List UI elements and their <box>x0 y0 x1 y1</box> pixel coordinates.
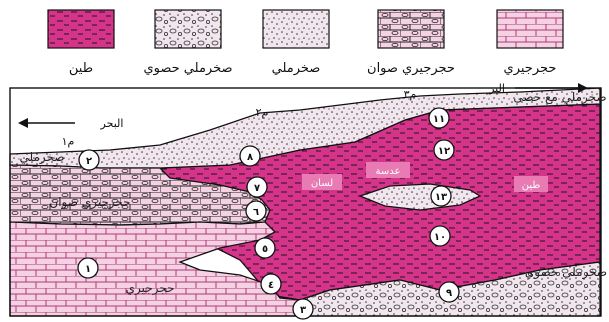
legend-label-pebbly-sandstone: صخرملي حصوي <box>143 61 232 76</box>
position-m2: م٢ <box>256 106 269 119</box>
legend: طين صخرملي حصوي صخرملي حجرجيري صوان حجرج… <box>48 10 563 76</box>
svg-text:١٢: ١٢ <box>438 146 450 157</box>
legend-label-clay: طين <box>69 61 93 76</box>
svg-text:٣: ٣ <box>300 305 306 316</box>
lens-region-label: عدسة <box>376 166 401 177</box>
svg-text:٥: ٥ <box>262 244 268 255</box>
marker-13: ١٣ <box>431 186 451 206</box>
position-m1: م١ <box>62 135 75 148</box>
marker-4: ٤ <box>261 274 281 294</box>
position-m3: م٣ <box>404 88 417 101</box>
legend-swatch-sandstone <box>263 10 329 48</box>
marker-12: ١٢ <box>434 140 454 160</box>
svg-text:١٠: ١٠ <box>434 232 446 243</box>
marker-6: ٦ <box>246 201 266 221</box>
legend-label-cherty-limestone: حجرجيري صوان <box>367 61 455 76</box>
marker-11: ١١ <box>429 108 449 128</box>
svg-text:١١: ١١ <box>433 114 445 125</box>
marker-2: ٢ <box>79 150 99 170</box>
svg-text:٤: ٤ <box>268 280 274 291</box>
svg-text:١: ١ <box>85 264 91 275</box>
pebbly-region-label: صخرملي حصوي <box>525 265 607 280</box>
svg-text:٩: ٩ <box>446 288 452 299</box>
svg-text:٨: ٨ <box>247 152 253 163</box>
legend-swatch-cherty-limestone <box>378 10 444 48</box>
svg-text:٢: ٢ <box>86 156 92 167</box>
sandstone-left-label: صخرملي <box>20 150 65 165</box>
sea-label: البحر <box>100 117 124 130</box>
marker-10: ١٠ <box>430 226 450 246</box>
svg-text:٦: ٦ <box>253 207 259 218</box>
legend-swatch-clay <box>48 10 114 48</box>
sea-arrowhead <box>18 118 28 128</box>
cherty-region-label: حجرجيري صوان <box>49 195 130 210</box>
legend-label-limestone: حجرجيري <box>504 61 557 76</box>
cross-section: البحر البر م١ م٢ م٣ طين لسان عدسة حجرجير… <box>10 82 607 316</box>
land-label: البر <box>488 82 505 95</box>
marker-5: ٥ <box>255 238 275 258</box>
legend-label-sandstone: صخرملي <box>272 61 321 76</box>
marker-9: ٩ <box>439 282 459 302</box>
marker-7: ٧ <box>247 177 267 197</box>
marker-1: ١ <box>78 258 98 278</box>
svg-text:١٣: ١٣ <box>435 192 447 203</box>
legend-swatch-limestone <box>497 10 563 48</box>
marker-8: ٨ <box>240 146 260 166</box>
marker-3: ٣ <box>293 299 313 319</box>
limestone-region-label: حجرجيري <box>126 281 175 296</box>
tongue-region-label: لسان <box>311 178 333 189</box>
svg-text:٧: ٧ <box>254 183 260 194</box>
top-right-label: صخرملي مع حصى <box>513 90 606 105</box>
clay-region-label: طين <box>522 180 541 191</box>
legend-swatch-pebbly-sandstone <box>155 10 221 48</box>
